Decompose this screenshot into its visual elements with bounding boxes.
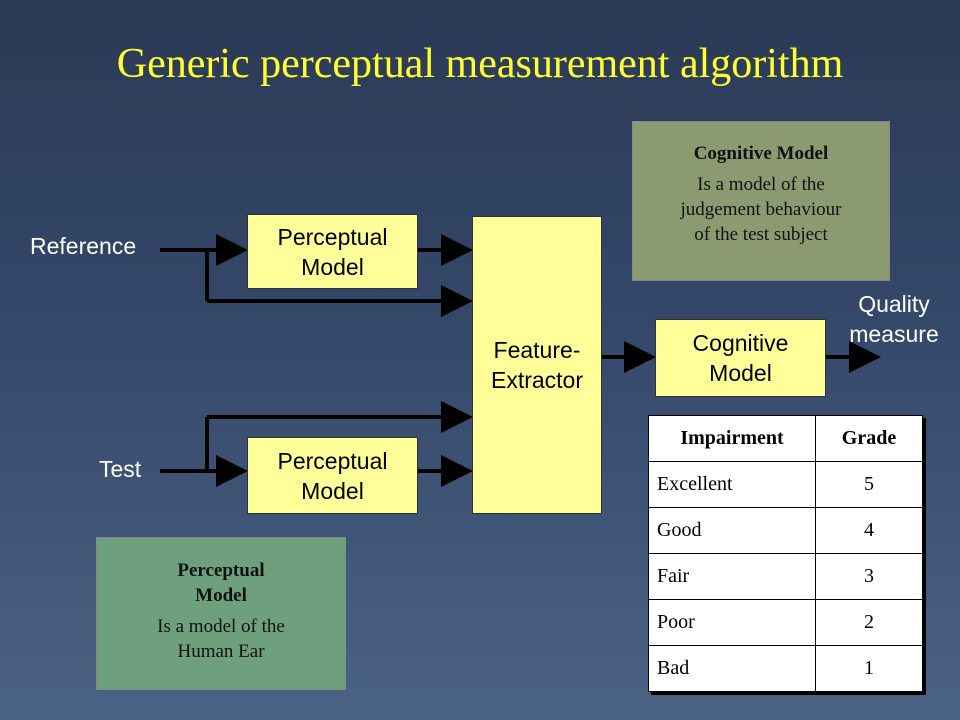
cognitive-note-body-2: judgement behaviour bbox=[680, 199, 842, 220]
perceptual-bottom-line-1: Perceptual bbox=[277, 447, 388, 474]
perceptual-note-heading-1: Perceptual bbox=[177, 560, 265, 581]
impairment-cell: Good bbox=[648, 507, 816, 554]
header-impairment: Impairment bbox=[648, 415, 816, 462]
perceptual-bottom-line-2: Model bbox=[301, 477, 364, 504]
grade-cell: 1 bbox=[815, 645, 923, 692]
grade-cell: 3 bbox=[815, 553, 923, 600]
cognitive-note-heading: Cognitive Model bbox=[693, 143, 829, 164]
grade-cell: 5 bbox=[815, 461, 923, 508]
table-row: Bad 1 bbox=[648, 645, 923, 692]
cognitive-note-body-3: of the test subject bbox=[694, 224, 828, 245]
cognitive-note-body-1: Is a model of the bbox=[697, 174, 825, 195]
grade-cell: 4 bbox=[815, 507, 923, 554]
table-row: Fair 3 bbox=[648, 553, 923, 600]
perceptual-note-heading-2: Model bbox=[195, 585, 247, 606]
feature-extractor-line-2: Extractor bbox=[490, 367, 584, 393]
grade-cell: 2 bbox=[815, 599, 923, 646]
impairment-cell: Fair bbox=[648, 553, 816, 600]
cognitive-model-note: Cognitive Model Is a model of the judgem… bbox=[632, 121, 890, 281]
feature-extractor-box: Feature- Extractor bbox=[472, 216, 602, 514]
quality-line-1: Quality bbox=[858, 291, 930, 317]
perceptual-model-top-box: Perceptual Model bbox=[247, 214, 418, 289]
header-grade: Grade bbox=[815, 415, 923, 462]
cognitive-model-box: Cognitive Model bbox=[655, 319, 826, 397]
slide-title: Generic perceptual measurement algorithm bbox=[116, 41, 844, 87]
cognitive-line-1: Cognitive bbox=[692, 330, 789, 356]
quality-line-2: measure bbox=[849, 321, 939, 347]
reference-label: Reference bbox=[30, 233, 137, 259]
table-row: Good 4 bbox=[648, 507, 923, 554]
perceptual-top-line-2: Model bbox=[301, 253, 364, 280]
impairment-cell: Poor bbox=[648, 599, 816, 646]
feature-extractor-line-1: Feature- bbox=[493, 337, 581, 363]
perceptual-model-bottom-box: Perceptual Model bbox=[247, 437, 418, 514]
perceptual-top-line-1: Perceptual bbox=[277, 223, 388, 250]
impairment-cell: Bad bbox=[648, 645, 816, 692]
grade-table: Impairment Grade Excellent 5 Good 4 Fair… bbox=[648, 415, 923, 692]
table-row: Excellent 5 bbox=[648, 461, 923, 508]
quality-measure-label: Quality measure bbox=[836, 289, 952, 349]
grade-table-header: Impairment Grade bbox=[648, 415, 923, 462]
perceptual-model-note: Perceptual Model Is a model of the Human… bbox=[96, 537, 346, 690]
table-row: Poor 2 bbox=[648, 599, 923, 646]
perceptual-note-body-2: Human Ear bbox=[177, 641, 265, 662]
cognitive-line-2: Model bbox=[709, 360, 772, 386]
test-label: Test bbox=[99, 456, 142, 482]
impairment-cell: Excellent bbox=[648, 461, 816, 508]
perceptual-note-body-1: Is a model of the bbox=[157, 616, 285, 637]
